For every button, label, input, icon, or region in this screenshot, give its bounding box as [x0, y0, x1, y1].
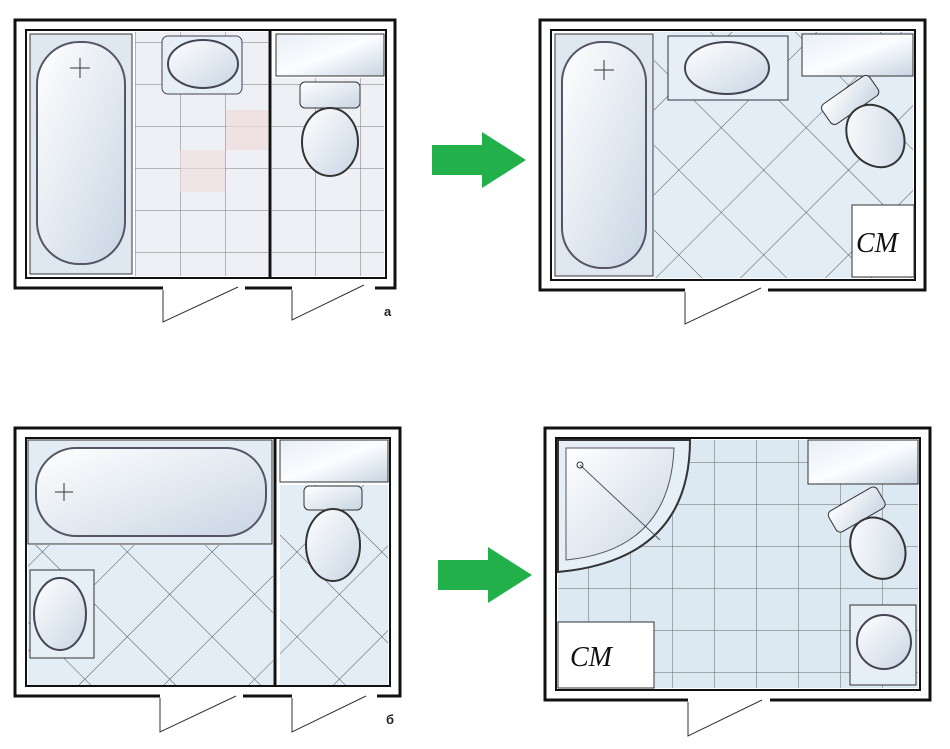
bathtub [561, 41, 647, 269]
plan-a-before: а [13, 18, 397, 323]
door [291, 284, 365, 321]
washing-machine-label: СМ [856, 228, 900, 259]
cabinet [275, 33, 385, 77]
bathtub [36, 41, 126, 265]
plan-b-before: б [13, 426, 402, 733]
plan-label-a: а [384, 304, 392, 319]
toilet [301, 107, 359, 177]
cabinet [279, 439, 389, 483]
arrow-right-icon [432, 132, 526, 188]
sink [167, 39, 239, 89]
door [291, 695, 367, 733]
door [687, 699, 763, 737]
plan-a-after: СМ [538, 18, 927, 325]
sink [33, 577, 87, 651]
cabinet [801, 33, 914, 77]
toilet [820, 74, 906, 169]
plan-b-after: СМ [543, 426, 932, 737]
washing-machine [851, 204, 915, 278]
bathtub [35, 447, 267, 537]
door [159, 695, 237, 733]
washing-machine-label: СМ [570, 642, 614, 673]
door [162, 286, 239, 323]
sink [684, 41, 770, 95]
washing-machine [557, 621, 655, 689]
cabinet [807, 439, 919, 485]
door [684, 287, 762, 325]
plan-label-b: б [386, 712, 394, 727]
toilet [305, 508, 361, 582]
sink [856, 614, 912, 670]
toilet [827, 486, 907, 580]
arrow-right-icon [438, 547, 532, 603]
